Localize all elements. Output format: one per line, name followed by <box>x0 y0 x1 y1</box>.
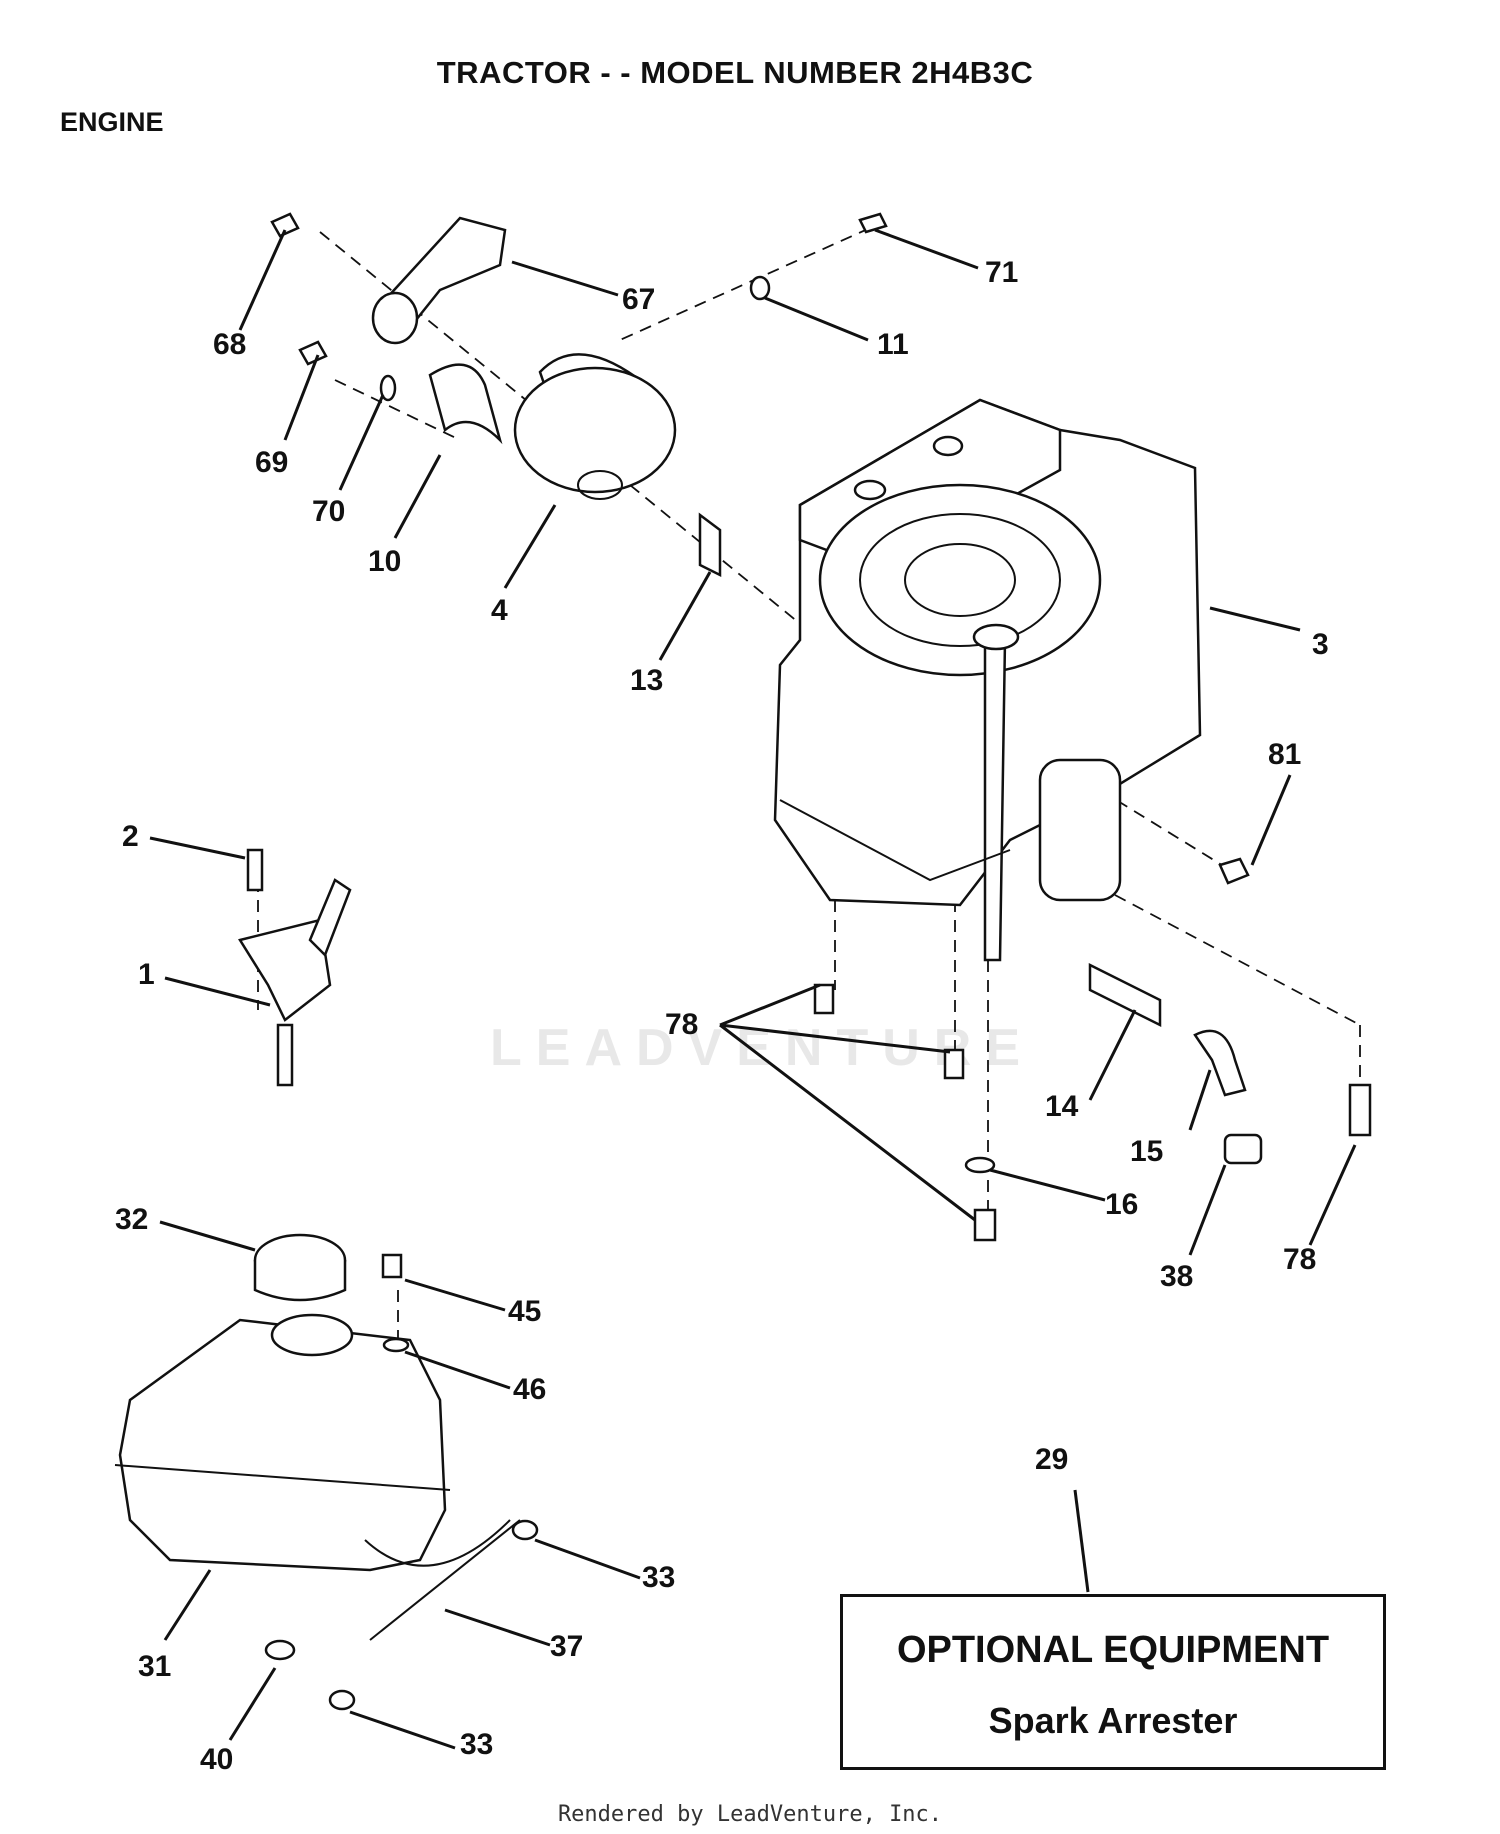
optional-equipment-heading: OPTIONAL EQUIPMENT <box>896 1629 1330 1671</box>
callout-15: 15 <box>1130 1135 1164 1168</box>
callout-68: 68 <box>213 328 247 361</box>
callout-40: 40 <box>200 1743 234 1776</box>
leader-lines <box>149 228 1357 1750</box>
footer-credit: Rendered by LeadVenture, Inc. <box>557 1802 943 1827</box>
callout-33-b: 33 <box>460 1728 494 1761</box>
assembly-lines <box>257 227 1361 1520</box>
fuel-tank <box>114 1233 539 1711</box>
callout-70: 70 <box>312 495 346 528</box>
callout-38: 38 <box>1160 1260 1194 1293</box>
callout-10: 10 <box>368 545 402 578</box>
page-title: TRACTOR - - MODEL NUMBER 2H4B3C <box>436 55 1034 90</box>
section-label: ENGINE <box>60 107 164 137</box>
callout-46: 46 <box>513 1373 547 1406</box>
callout-33-a: 33 <box>642 1561 676 1594</box>
optional-equipment-item: Spark Arrester <box>988 1700 1238 1741</box>
callout-32: 32 <box>115 1203 149 1236</box>
callout-29: 29 <box>1035 1443 1069 1476</box>
callout-16: 16 <box>1105 1188 1139 1221</box>
callout-1: 1 <box>138 958 155 991</box>
hardware <box>270 212 1372 1242</box>
callout-4: 4 <box>491 594 508 627</box>
callout-67: 67 <box>622 283 656 316</box>
callout-78-a: 78 <box>665 1008 699 1041</box>
callout-3: 3 <box>1312 628 1329 661</box>
callout-31: 31 <box>138 1650 172 1683</box>
callout-71: 71 <box>985 256 1019 289</box>
callout-69: 69 <box>255 446 289 479</box>
throttle-control <box>238 848 352 1087</box>
optional-equipment-box: OPTIONAL EQUIPMENT Spark Arrester <box>840 1594 1386 1770</box>
callout-37: 37 <box>550 1630 584 1663</box>
callout-78-b: 78 <box>1283 1243 1317 1276</box>
engine-block <box>773 398 1202 962</box>
callout-13: 13 <box>630 664 664 697</box>
callout-11: 11 <box>877 328 909 361</box>
callout-2: 2 <box>122 820 139 853</box>
callout-81: 81 <box>1268 738 1302 771</box>
muffler-assembly <box>371 216 722 578</box>
callout-45: 45 <box>508 1295 542 1328</box>
callout-14: 14 <box>1045 1090 1079 1123</box>
